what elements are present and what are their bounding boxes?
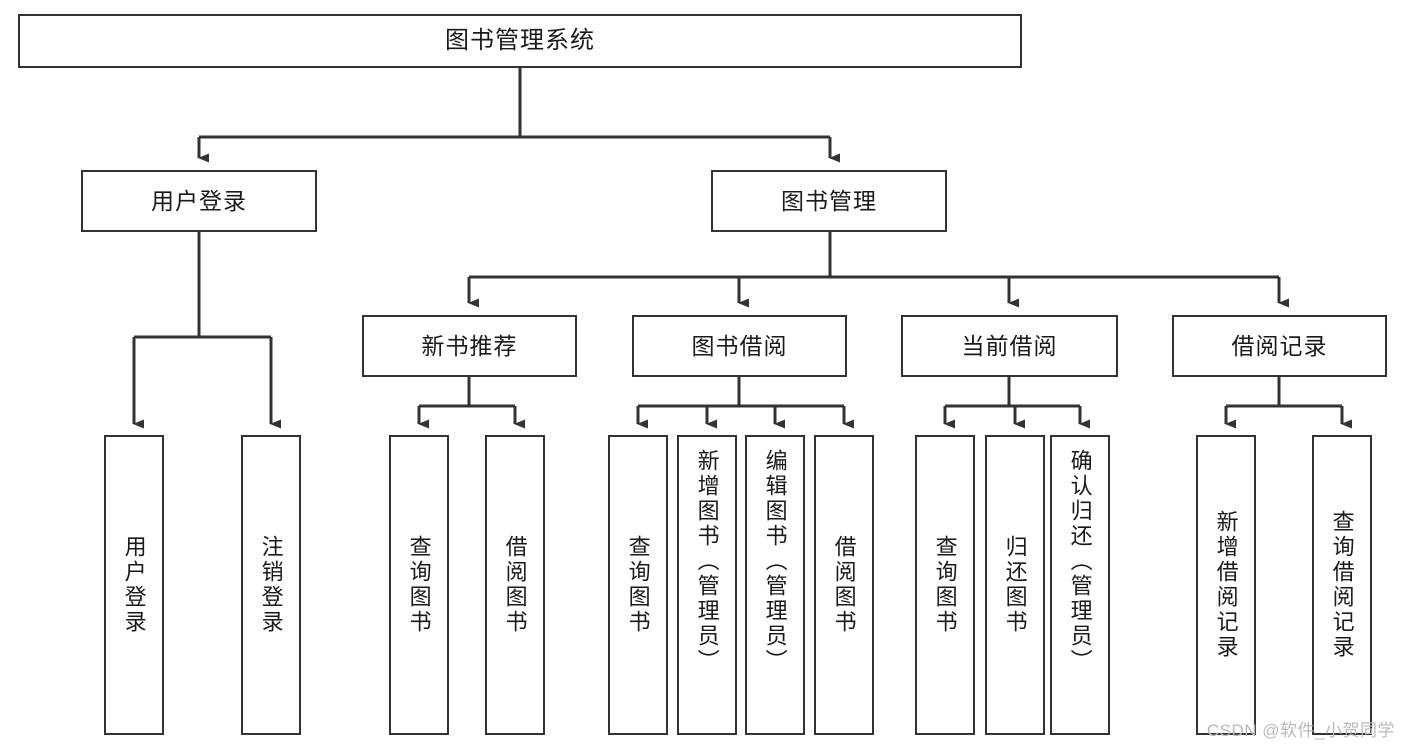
node-new-book-recommend[interactable]: 新书推荐 bbox=[362, 315, 577, 377]
node-label: 查询图书 bbox=[625, 535, 651, 635]
node-label: 注销登录 bbox=[258, 535, 284, 635]
node-leaf-borrow-book-1[interactable]: 借阅图书 bbox=[485, 435, 545, 735]
node-leaf-return-book[interactable]: 归还图书 bbox=[985, 435, 1045, 735]
node-leaf-edit-book[interactable]: 编辑图书（管理员） bbox=[745, 435, 805, 735]
node-label: 当前借阅 bbox=[961, 332, 1058, 359]
node-label: 图书借阅 bbox=[691, 332, 788, 359]
node-leaf-query-book-3[interactable]: 查询图书 bbox=[915, 435, 975, 735]
node-book-management[interactable]: 图书管理 bbox=[711, 170, 947, 232]
node-leaf-query-book-2[interactable]: 查询图书 bbox=[608, 435, 668, 735]
node-label: 新增借阅记录 bbox=[1213, 510, 1239, 660]
node-label: 查询图书 bbox=[406, 535, 432, 635]
node-label: 查询图书 bbox=[932, 535, 958, 635]
node-borrow-record[interactable]: 借阅记录 bbox=[1172, 315, 1387, 377]
node-leaf-query-record[interactable]: 查询借阅记录 bbox=[1312, 435, 1372, 735]
node-user-login[interactable]: 用户登录 bbox=[81, 170, 317, 232]
node-label: 借阅图书 bbox=[831, 535, 857, 635]
node-label: 编辑图书（管理员） bbox=[762, 449, 788, 674]
node-label: 用户登录 bbox=[151, 187, 247, 214]
node-leaf-query-book-1[interactable]: 查询图书 bbox=[389, 435, 449, 735]
node-label: 图书管理系统 bbox=[445, 27, 595, 55]
node-label: 归还图书 bbox=[1002, 535, 1028, 635]
node-leaf-logout[interactable]: 注销登录 bbox=[241, 435, 301, 735]
node-book-borrow[interactable]: 图书借阅 bbox=[632, 315, 847, 377]
node-label: 新书推荐 bbox=[421, 332, 518, 359]
node-label: 新增图书（管理员） bbox=[694, 449, 720, 674]
node-book-management-system[interactable]: 图书管理系统 bbox=[18, 14, 1022, 68]
node-leaf-add-record[interactable]: 新增借阅记录 bbox=[1196, 435, 1256, 735]
node-label: 查询借阅记录 bbox=[1329, 510, 1355, 660]
node-label: 用户登录 bbox=[121, 535, 147, 635]
node-leaf-borrow-book-2[interactable]: 借阅图书 bbox=[814, 435, 874, 735]
node-current-borrow[interactable]: 当前借阅 bbox=[901, 315, 1118, 377]
node-leaf-confirm-return[interactable]: 确认归还（管理员） bbox=[1050, 435, 1110, 735]
node-label: 借阅图书 bbox=[502, 535, 528, 635]
csdn-watermark: CSDN @软件_小贺同学 bbox=[1206, 721, 1395, 740]
node-leaf-user-login[interactable]: 用户登录 bbox=[104, 435, 164, 735]
node-label: 图书管理 bbox=[781, 187, 877, 214]
node-label: 确认归还（管理员） bbox=[1067, 449, 1093, 674]
node-label: 借阅记录 bbox=[1231, 332, 1328, 359]
node-leaf-add-book[interactable]: 新增图书（管理员） bbox=[677, 435, 737, 735]
